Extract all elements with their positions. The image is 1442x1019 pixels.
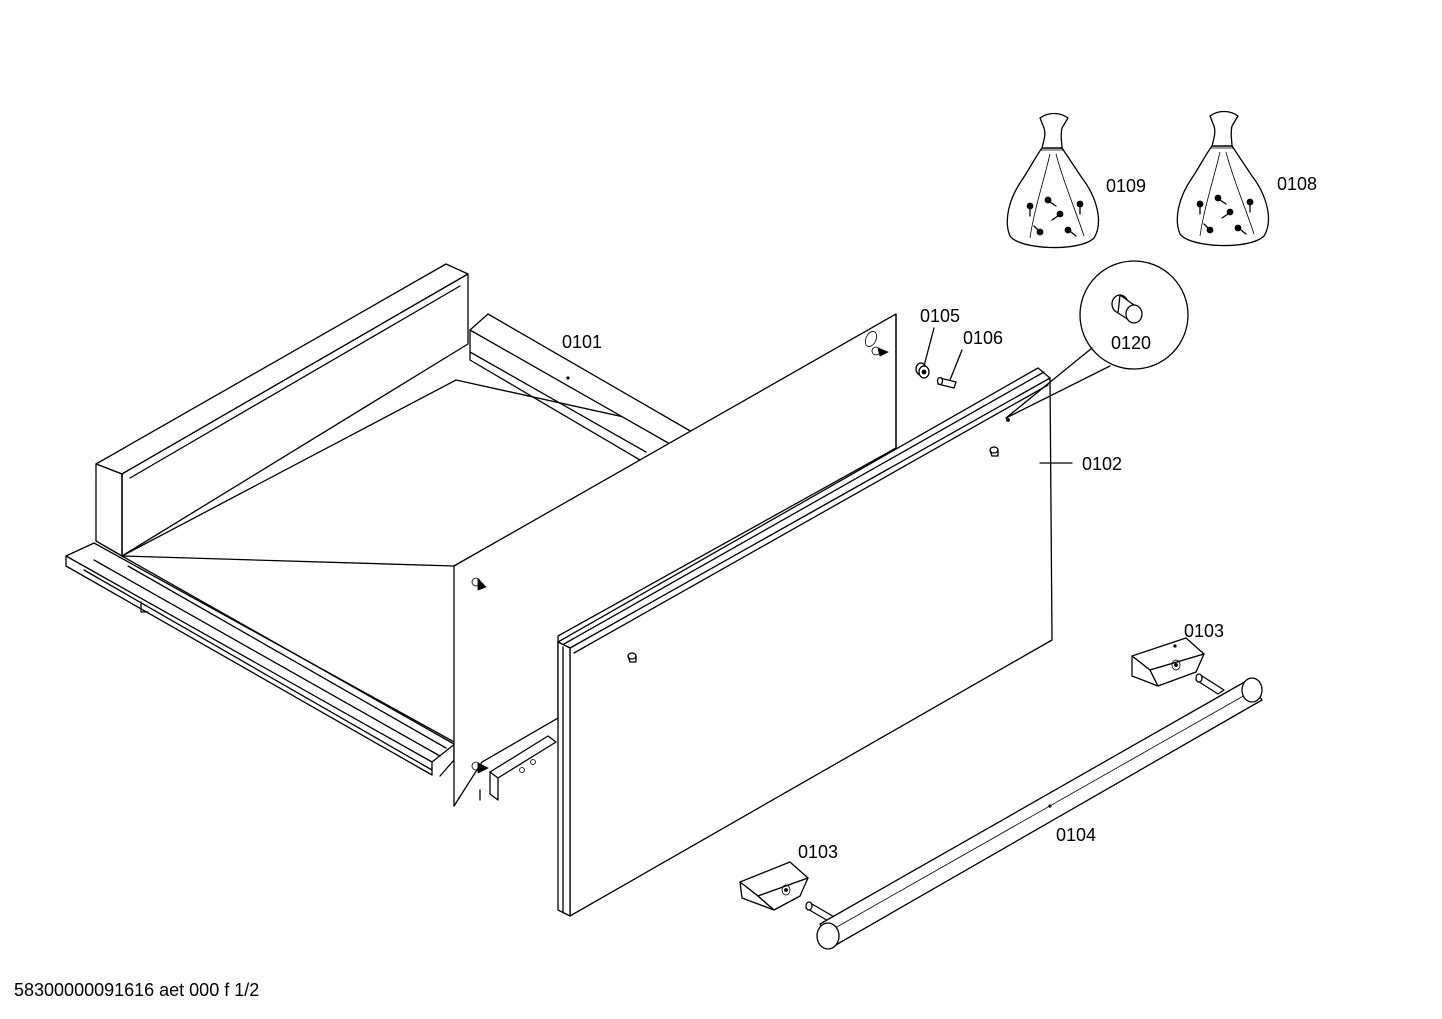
fascia-stud-left [627,652,637,663]
label-0108: 0108 [1277,174,1317,194]
label-0120: 0120 [1111,333,1151,353]
fascia-stud-right [989,446,999,457]
bag-screws-0108 [1196,194,1254,235]
screw-bag-0108 [1176,110,1270,247]
front-fascia-panel [557,367,1053,917]
leader-lines [923,327,1073,464]
label-0103-upper: 0103 [1184,621,1224,641]
panel-screw-left-top [471,577,487,591]
screw-bag-0109 [1006,112,1100,249]
bag-screws-0109 [1026,196,1084,237]
handle-bracket-upper [1131,637,1205,687]
part-labels: 0101 0102 0103 0103 0104 0105 0106 0108 … [562,174,1317,862]
document-id-footer: 58300000091616 aet 000 f 1/2 [14,980,260,1000]
label-0106: 0106 [963,328,1003,348]
pin-0106 [936,376,957,389]
screw-0105 [915,362,930,379]
label-0102: 0102 [1082,454,1122,474]
label-0105: 0105 [920,306,960,326]
label-0101: 0101 [562,332,602,352]
handle-bracket-lower [739,861,809,911]
panel-screw-top-right [871,346,889,357]
label-0103-lower: 0103 [798,842,838,862]
label-0109: 0109 [1106,176,1146,196]
drawer-body [65,263,897,807]
panel-screw-left-bottom [471,761,489,774]
handle-bar [805,673,1263,950]
detail-callout-0120 [1005,260,1189,419]
label-0104: 0104 [1056,825,1096,845]
